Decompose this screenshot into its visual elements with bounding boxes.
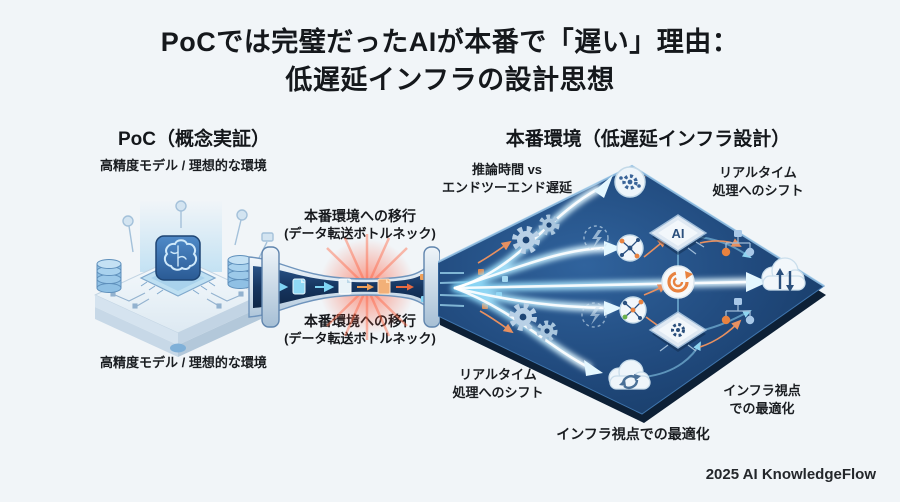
pipe-flange-left	[261, 246, 280, 328]
bottleneck-label-top-line2: (データ転送ボトルネック)	[284, 226, 436, 241]
footer-credit: 2025 AI KnowledgeFlow	[705, 466, 876, 483]
label-realtime-shift-top-line2: 処理へのシフト	[712, 183, 804, 198]
page-title-line1: PoCでは完璧だったAIが本番で「遅い」理由：	[160, 27, 740, 57]
document-icon	[292, 278, 306, 295]
lightning-icon	[581, 302, 607, 328]
label-realtime-shift-top: リアルタイム 処理へのシフト	[712, 164, 803, 200]
database-icon-right	[227, 255, 253, 289]
svg-text:AI: AI	[672, 226, 685, 241]
network-node-icon	[616, 234, 644, 262]
gear-icon	[509, 303, 537, 331]
label-realtime-shift-top-line1: リアルタイム	[719, 165, 797, 180]
database-icon-left	[96, 259, 122, 293]
production-diamond: AI	[438, 164, 826, 423]
pipe-flange-right	[423, 246, 440, 328]
bottleneck-label-top: 本番環境への移行 (データ転送ボトルネック)	[284, 207, 436, 242]
label-inference-vs-e2e-line1: 推論時間 vs	[471, 162, 543, 177]
label-infra-optimization-center: インフラ視点での最適化	[556, 426, 710, 442]
label-inference-vs-e2e-line2: エンドツーエンド遅延	[441, 180, 573, 195]
brain-glyph	[163, 239, 198, 271]
label-realtime-shift-bottom-line2: 処理へのシフト	[452, 385, 544, 400]
page-title-line2: 低遅延インフラの設計思想	[285, 65, 615, 95]
gear-icon	[538, 214, 560, 236]
document-icon	[338, 278, 352, 295]
poc-env-label-bottom: 高精度モデル / 理想的な環境	[100, 355, 267, 370]
gear-icon	[536, 320, 558, 342]
label-realtime-shift-bottom-line1: リアルタイム	[459, 367, 537, 382]
optimization-swirl-icon	[661, 265, 695, 299]
label-infra-optimization-right-line2: での最適化	[729, 401, 795, 416]
process-gear-icon	[614, 166, 646, 198]
platform-dot	[170, 343, 186, 353]
brain-chip-icon	[155, 235, 201, 281]
poc-section-heading: PoC（概念実証）	[118, 129, 271, 150]
floating-nodes	[122, 200, 274, 263]
gear-chip-icon	[648, 311, 708, 352]
production-section-heading: 本番環境（低遅延インフラ設計）	[505, 129, 791, 150]
tree-diagram-icon	[721, 298, 755, 325]
gear-icons	[509, 214, 560, 342]
cloud-sync-icon	[608, 359, 651, 390]
poc-env-label-top: 高精度モデル / 理想的な環境	[100, 158, 267, 173]
bottleneck-pipe	[248, 234, 440, 340]
cloud-transfer-icon	[761, 257, 806, 292]
network-node-icon	[619, 296, 647, 324]
bottleneck-label-bottom-line2: (データ転送ボトルネック)	[284, 331, 436, 346]
poc-platform-illustration	[94, 200, 274, 357]
bottleneck-label-top-line1: 本番環境への移行	[303, 208, 416, 224]
tree-diagram-icon	[721, 230, 755, 257]
label-infra-optimization-right: インフラ視点 での最適化	[723, 382, 801, 418]
label-infra-optimization-right-line1: インフラ視点	[723, 383, 801, 398]
label-realtime-shift-bottom: リアルタイム 処理へのシフト	[452, 366, 543, 402]
document-icon	[377, 278, 391, 295]
lightning-icon	[583, 225, 609, 251]
label-inference-vs-e2e: 推論時間 vs エンドツーエンド遅延	[442, 161, 572, 197]
ai-chip-icon: AI	[648, 214, 708, 255]
gear-icon	[512, 226, 540, 254]
